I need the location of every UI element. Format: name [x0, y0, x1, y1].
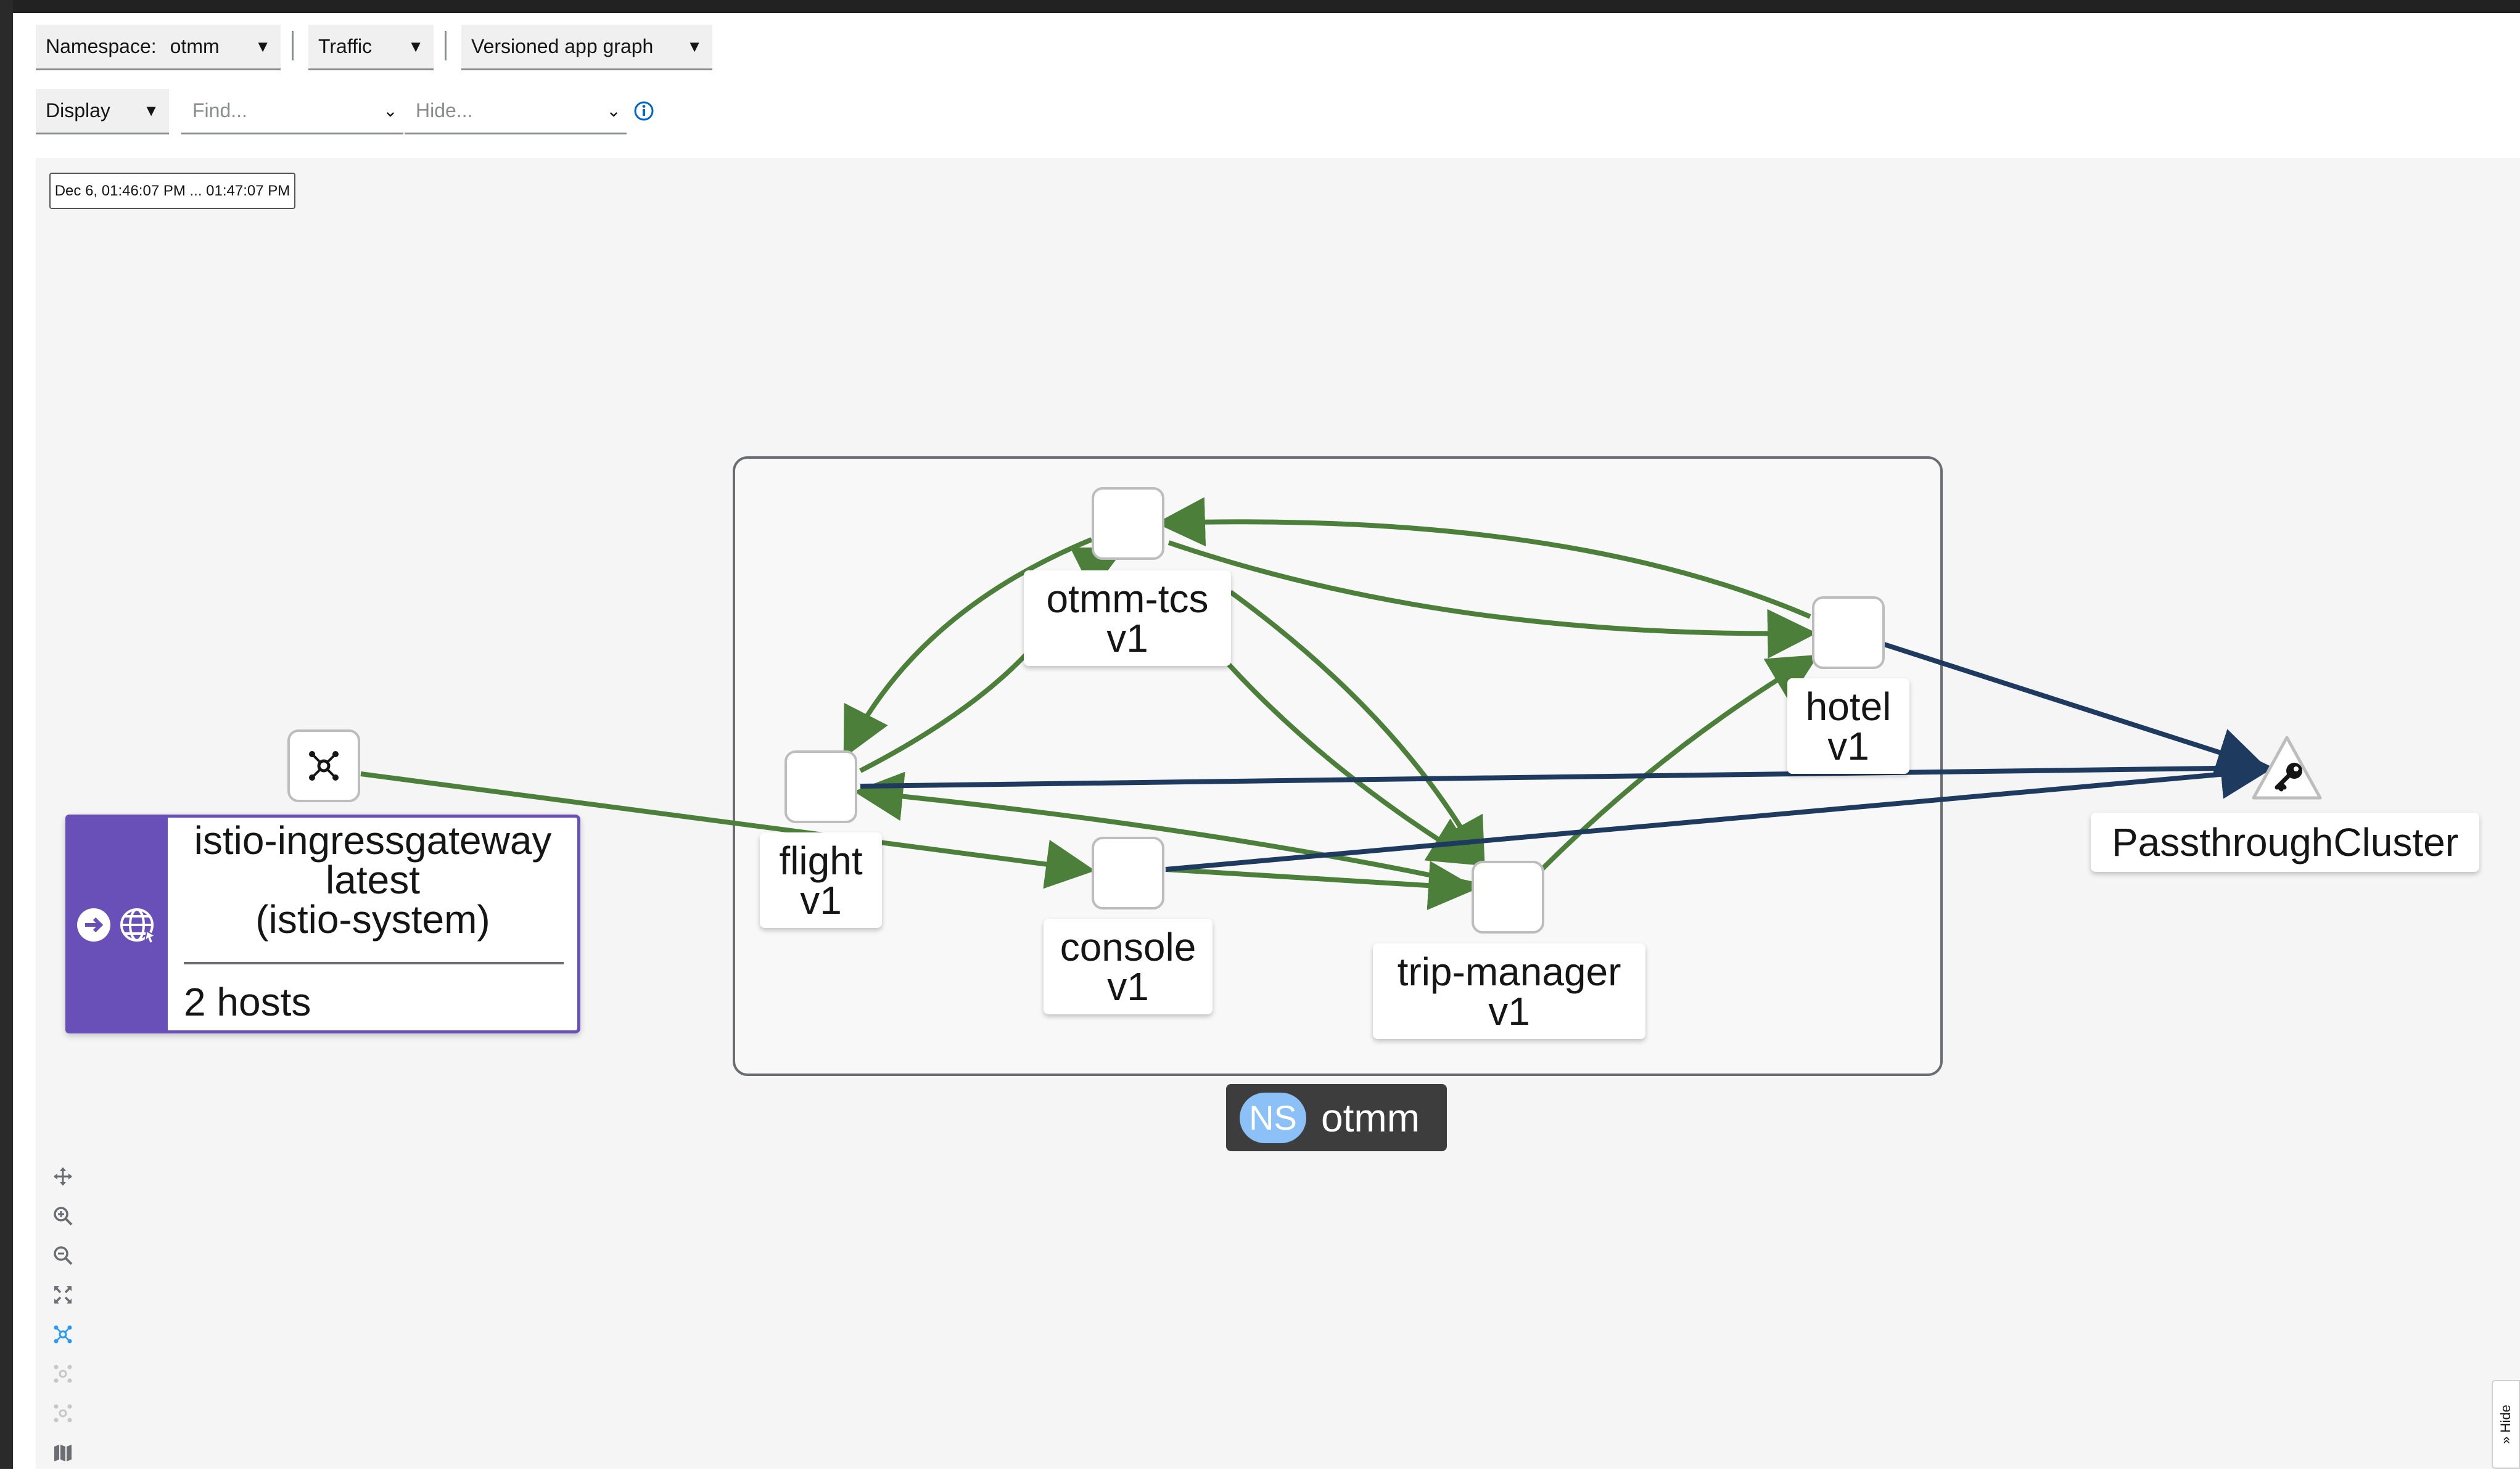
edge-console-trip-manager — [1165, 861, 1478, 911]
hide-legend-tab[interactable]: » Hide — [2492, 1380, 2520, 1469]
node-name: trip-manager — [1397, 949, 1621, 994]
node-name: otmm-tcs — [1046, 576, 1209, 621]
display-dropdown[interactable]: Display ▼ — [36, 89, 169, 134]
toolbar-divider — [445, 31, 447, 60]
edge-trip-manager-flight — [854, 771, 1478, 887]
find-history-toggle[interactable]: ⌄ — [377, 89, 403, 134]
node-name: PassthroughCluster — [2111, 820, 2459, 864]
hide-history-toggle[interactable]: ⌄ — [601, 89, 627, 134]
node-label-console: console v1 — [1044, 919, 1213, 1014]
info-icon[interactable] — [633, 100, 655, 122]
node-version: v1 — [1488, 988, 1530, 1033]
ingress-label: istio-ingressgateway latest (istio-syste… — [168, 821, 578, 941]
edge-otmm-tcs-hotel — [1167, 540, 1817, 659]
ns-badge-name: otmm — [1321, 1095, 1420, 1140]
node-name: hotel — [1805, 684, 1892, 729]
node-passthrough-cluster[interactable] — [2250, 734, 2324, 802]
ingress-hosts: 2 hosts — [184, 980, 311, 1024]
window-left-bar — [0, 0, 13, 1469]
node-gateway[interactable] — [287, 729, 360, 802]
node-version: v1 — [1106, 615, 1148, 660]
globe-icon — [118, 905, 159, 945]
edge-otmm-tcs-flight-1 — [843, 537, 1093, 758]
namespace-value: otmm — [170, 35, 220, 57]
node-flight[interactable] — [784, 750, 857, 823]
ingress-version: latest — [326, 858, 420, 902]
chevron-down-icon: ⌄ — [606, 101, 621, 120]
layout-default-icon[interactable] — [44, 1317, 81, 1352]
namespace-dropdown[interactable]: Namespace: otmm ▼ — [36, 25, 281, 70]
caret-down-icon: ▼ — [408, 37, 424, 55]
graph-time-range: Dec 6, 01:46:07 PM ... 01:47:07 PM — [49, 173, 295, 209]
gateway-icon — [309, 751, 339, 781]
node-version: v1 — [800, 877, 842, 922]
edge-flight-otmm-tcs — [859, 652, 1029, 773]
ingress-name: istio-ingressgateway — [194, 818, 552, 863]
find-input[interactable] — [191, 99, 368, 123]
arrow-right-icon — [74, 905, 113, 945]
toolbar-divider — [292, 31, 294, 60]
layout-1-icon[interactable] — [44, 1357, 81, 1391]
node-otmm-tcs[interactable] — [1092, 487, 1164, 560]
node-name: flight — [779, 838, 863, 883]
node-hotel[interactable] — [1812, 596, 1885, 669]
edge-console-passthrough — [1165, 749, 2270, 872]
ingress-divider — [184, 962, 564, 964]
layout-2-icon[interactable] — [44, 1396, 81, 1431]
node-version: v1 — [1107, 964, 1149, 1009]
node-trip-manager[interactable] — [1472, 861, 1544, 934]
node-name: console — [1060, 924, 1196, 969]
edge-ingress-console — [360, 771, 1095, 889]
caret-down-icon: ▼ — [143, 101, 159, 120]
namespace-label: Namespace: — [46, 35, 157, 57]
edge-otmm-tcs-trip-manager-2 — [1225, 661, 1480, 866]
hide-input-wrapper — [405, 89, 601, 134]
edge-flight-passthrough — [860, 743, 2273, 793]
node-label-passthrough: PassthroughCluster — [2091, 813, 2479, 872]
traffic-dropdown[interactable]: Traffic ▼ — [308, 25, 434, 70]
node-label-trip-manager: trip-manager v1 — [1373, 943, 1645, 1039]
pan-icon[interactable] — [44, 1159, 81, 1194]
edge-trip-manager-hotel — [1540, 654, 1819, 871]
window-top-bar — [0, 0, 2520, 13]
zoom-in-icon[interactable] — [44, 1199, 81, 1233]
key-icon — [2275, 763, 2302, 792]
edge-otmm-tcs-trip-manager-1 — [1229, 589, 1485, 869]
node-version: v1 — [1827, 723, 1869, 768]
graph-type-label: Versioned app graph — [471, 35, 654, 57]
caret-down-icon: ▼ — [686, 37, 702, 55]
edge-hotel-passthrough — [1883, 642, 2267, 776]
map-icon[interactable] — [44, 1435, 81, 1470]
chevron-down-icon: ⌄ — [383, 101, 398, 120]
caret-down-icon: ▼ — [255, 37, 271, 55]
namespace-badge[interactable]: NS otmm — [1226, 1084, 1447, 1151]
ingress-namespace: (istio-system) — [255, 897, 490, 942]
node-console[interactable] — [1092, 837, 1164, 910]
node-label-hotel: hotel v1 — [1787, 678, 1909, 774]
fit-to-screen-icon[interactable] — [44, 1278, 81, 1312]
hide-tab-label: » Hide — [2498, 1405, 2514, 1444]
hide-input[interactable] — [414, 99, 591, 123]
traffic-label: Traffic — [318, 35, 373, 57]
graph-type-dropdown[interactable]: Versioned app graph ▼ — [461, 25, 712, 70]
display-label: Display — [46, 99, 110, 121]
node-label-otmm-tcs: otmm-tcs v1 — [1024, 570, 1231, 666]
node-label-flight: flight v1 — [760, 832, 882, 928]
zoom-out-icon[interactable] — [44, 1238, 81, 1273]
find-input-wrapper — [181, 89, 377, 134]
edge-hotel-otmm-tcs — [1156, 497, 1811, 619]
ns-badge-circle: NS — [1240, 1092, 1306, 1143]
